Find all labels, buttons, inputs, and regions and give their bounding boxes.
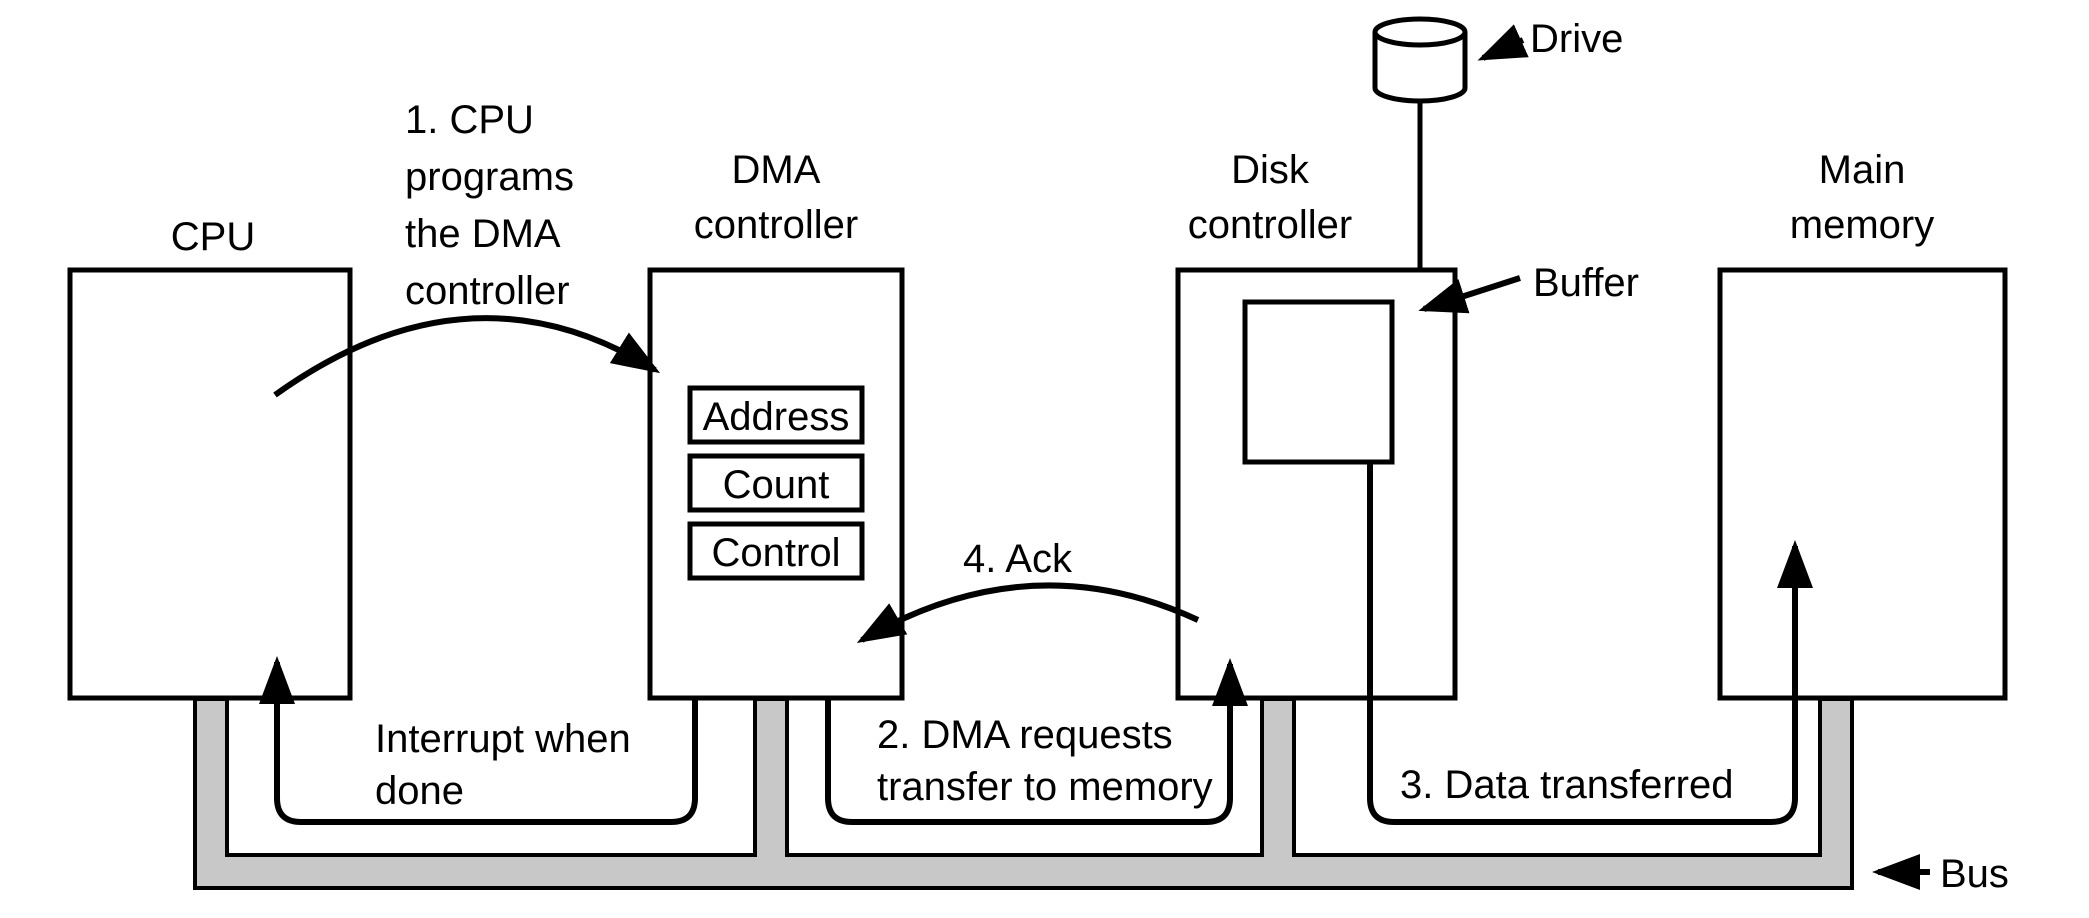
main-memory-box [1717, 267, 2008, 701]
dma-controller-label-line2: controller [694, 203, 859, 247]
step1-caption: 1. CPU programs the DMA controller [405, 98, 574, 313]
main-memory-label-line2: memory [1790, 203, 1934, 247]
disk-controller-label-line1: Disk [1231, 148, 1310, 192]
step1-line4: controller [405, 269, 570, 313]
step2-caption: 2. DMA requests transfer to memory [877, 713, 1213, 809]
dma-controller-label-line1: DMA [732, 148, 821, 192]
step2-request-arrow [825, 658, 1248, 825]
step1-line1: 1. CPU [405, 98, 534, 142]
step3-data-arrow [1367, 462, 1813, 825]
buffer-box [1242, 299, 1395, 465]
step2-line2: transfer to memory [877, 765, 1213, 809]
count-register-label: Count [723, 463, 830, 507]
cpu-box [67, 267, 353, 701]
address-register-label: Address [703, 395, 850, 439]
step4-ack-arrow [856, 582, 1200, 644]
buffer-pointer-arrow [1418, 275, 1521, 314]
control-register-label: Control [712, 531, 841, 575]
control-register-box [687, 521, 865, 581]
count-register-box [687, 453, 865, 513]
step4-caption: 4. Ack [963, 537, 1073, 581]
step2-line1: 2. DMA requests [877, 713, 1173, 757]
interrupt-caption: Interrupt when done [375, 717, 631, 813]
interrupt-line2: done [375, 769, 464, 813]
cpu-label: CPU [171, 215, 255, 259]
step1-line3: the DMA [405, 212, 561, 256]
drive-label: Drive [1530, 17, 1623, 61]
main-memory-label-line1: Main [1819, 148, 1906, 192]
disk-controller-label-line2: controller [1188, 203, 1353, 247]
address-register-box [687, 385, 865, 445]
step1-program-arrow [273, 315, 661, 398]
buffer-label: Buffer [1533, 261, 1639, 305]
interrupt-line1: Interrupt when [375, 717, 631, 761]
bus-label: Bus [1940, 852, 2009, 896]
step3-caption: 3. Data transferred [1400, 763, 1734, 807]
step1-line2: programs [405, 155, 574, 199]
drive-pointer-arrow [1477, 24, 1529, 61]
disk-drive-icon [1372, 16, 1468, 104]
interrupt-arrow [259, 656, 698, 825]
